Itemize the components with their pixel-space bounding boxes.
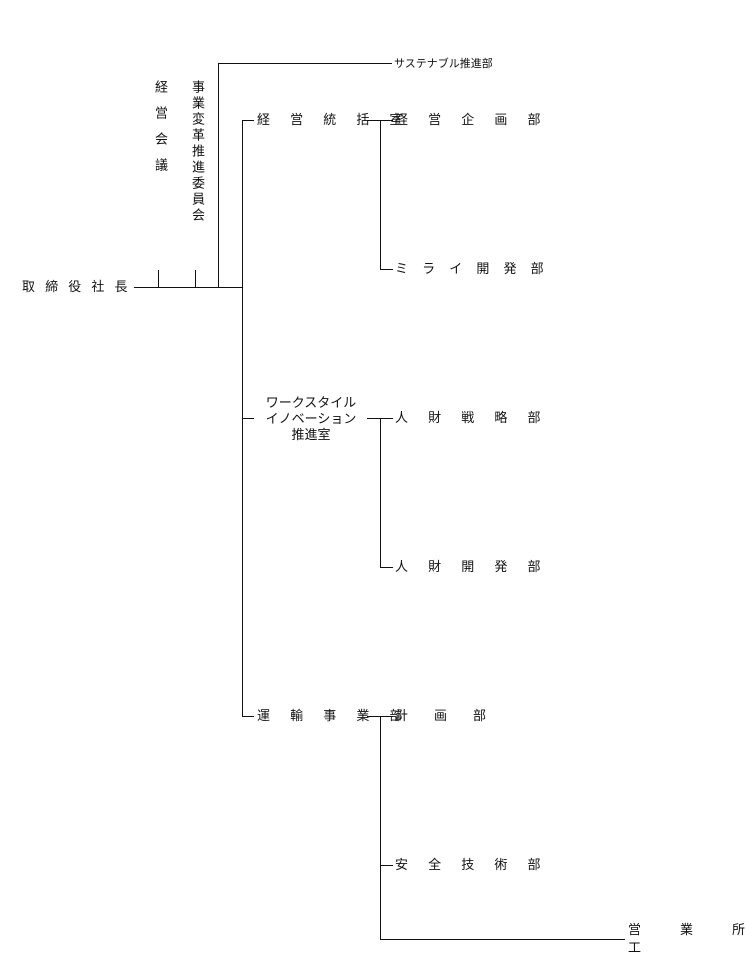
workstyle-office-branch-line	[380, 418, 381, 568]
factory-box: 工 場	[628, 941, 745, 956]
sustainable-vertical-line	[218, 63, 219, 287]
hr-strategy-dept-box: 人 財 戦 略 部	[395, 411, 549, 426]
transport-division-branch-line	[380, 716, 381, 939]
transport-division-connector	[242, 716, 254, 717]
safety-tech-connector	[380, 865, 393, 866]
hr-dev-connector	[380, 567, 393, 568]
management-meeting-box: 経 営 会 議	[152, 80, 167, 171]
sales-office-box: 営 業 所	[628, 923, 745, 938]
planning-office-connector	[242, 120, 254, 121]
reform-committee-box: 事業変革推進委員会	[189, 80, 204, 224]
sustainable-horizontal-line	[218, 63, 392, 64]
sustainable-dept-box: サステナブル推進部	[394, 57, 493, 70]
workstyle-office-line2: イノベーション	[265, 412, 357, 427]
workstyle-office-connector	[242, 418, 254, 419]
safety-tech-dept-box: 安 全 技 術 部	[395, 858, 549, 873]
management-meeting-connector	[158, 270, 159, 287]
planning-office-branch-line	[380, 120, 381, 270]
planning-dept-box: 計 画 部	[395, 709, 487, 724]
workstyle-office-line3: 推進室	[291, 428, 331, 443]
reform-committee-connector	[195, 270, 196, 287]
sales-factory-connector	[380, 939, 625, 940]
transport-division-box: 運 輸 事 業 部	[257, 709, 411, 724]
general-planning-office-box: 経 営 統 括 室	[257, 113, 411, 128]
workstyle-office-line1: ワークスタイル	[265, 396, 357, 411]
workstyle-office-box: ワークスタイル イノベーション 推進室	[258, 396, 364, 444]
mirai-dev-dept-box: ミ ラ イ 開 発 部	[395, 262, 549, 277]
corporate-planning-dept-box: 経 営 企 画 部	[395, 113, 549, 128]
president-connector	[134, 287, 243, 288]
president-box: 取 締 役 社 長	[22, 280, 131, 295]
mirai-connector	[380, 269, 393, 270]
hr-dev-dept-box: 人 財 開 発 部	[395, 560, 549, 575]
